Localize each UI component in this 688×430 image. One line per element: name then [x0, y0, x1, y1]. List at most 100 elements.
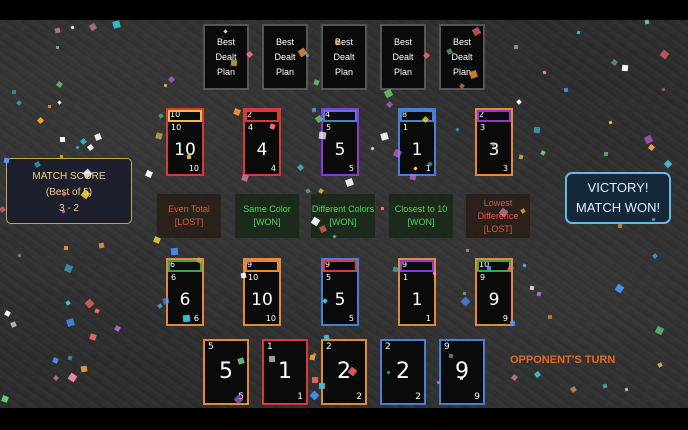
player-card-corner-top: 6	[171, 273, 177, 282]
hand-card-corner-bottom: 2	[415, 392, 421, 402]
player-top-card-value: 9	[402, 260, 408, 269]
player-card-corner-bottom: 5	[348, 314, 354, 323]
player-top-card: 6	[168, 260, 202, 272]
plan-card[interactable]: Best Dealt Plan	[203, 24, 249, 90]
player-top-card-value: 9	[247, 260, 253, 269]
confetti-piece	[462, 291, 467, 296]
opponent-card-corner-bottom: 3	[502, 164, 508, 173]
player-top-card: 10	[477, 260, 511, 272]
hand-card-corner-top: 5	[208, 342, 214, 352]
opponent-top-card-value: 2	[479, 110, 485, 119]
player-card-corner-bottom: 10	[265, 314, 276, 323]
score-value: 3 - 2	[58, 203, 79, 214]
player-card-corner-bottom: 1	[425, 314, 431, 323]
condition-won: Same Color[WON]	[235, 194, 299, 238]
opponent-card-corner-bottom: 10	[188, 164, 199, 173]
hand-card-value: 2	[337, 359, 351, 384]
confetti-piece	[514, 45, 518, 49]
confetti-piece	[409, 173, 417, 181]
confetti-piece	[617, 223, 623, 229]
condition-name: Lowest Difference	[477, 197, 519, 221]
confetti-piece	[268, 355, 276, 363]
confetti-piece	[312, 377, 318, 383]
hand-card-value: 2	[396, 359, 410, 384]
opponent-card-value: 5	[334, 140, 346, 160]
hand-card-corner-top: 9	[444, 342, 450, 352]
player-card-value: 10	[251, 290, 273, 310]
hand-card-value: 9	[455, 359, 469, 384]
hand-card-corner-bottom: 2	[356, 392, 362, 402]
plan-card[interactable]: Best Dealt Plan	[380, 24, 426, 90]
plan-card-label: Best Dealt Plan	[392, 36, 414, 77]
opponent-top-card-value: 2	[247, 110, 253, 119]
hand-card[interactable]: 555	[203, 339, 249, 405]
victory-line1: VICTORY!	[587, 180, 649, 195]
confetti-piece	[380, 206, 385, 211]
confetti-piece	[533, 126, 541, 134]
player-top-card-value: 9	[325, 260, 331, 269]
opponent-card-value: 10	[174, 140, 196, 160]
condition-lost: Lowest Difference [LOST]	[466, 194, 530, 238]
condition-result: [WON]	[407, 217, 435, 227]
hand-card-value: 1	[278, 359, 292, 384]
opponent-top-card: 2	[245, 110, 279, 122]
confetti-piece	[547, 314, 553, 320]
opponent-card-corner-top: 4	[248, 123, 254, 132]
condition-name: Same Color	[243, 204, 291, 214]
condition-result: [LOST]	[483, 223, 513, 234]
confetti-piece	[536, 291, 542, 297]
confetti-piece	[47, 104, 52, 109]
hand-card-corner-top: 2	[385, 342, 391, 352]
condition-name: Closest to 10	[394, 204, 448, 214]
score-title: MATCH SCORE	[32, 171, 106, 182]
confetti-piece	[563, 87, 569, 93]
plan-card[interactable]: Best Dealt Plan	[321, 24, 367, 90]
confetti-piece	[80, 365, 88, 373]
opponent-card-corner-bottom: 1	[425, 164, 431, 173]
opponent-top-card: 2	[477, 110, 511, 122]
hand-card-corner-top: 2	[326, 342, 332, 352]
confetti-piece	[334, 39, 340, 45]
confetti-piece	[98, 242, 105, 249]
confetti-piece	[59, 136, 66, 143]
confetti-piece	[621, 64, 629, 72]
player-card-value: 9	[488, 290, 500, 310]
player-card-value: 6	[179, 290, 191, 310]
opponent-card-corner-top: 5	[326, 123, 332, 132]
opponent-top-card-value: 4	[325, 110, 331, 119]
plan-card-label: Best Dealt Plan	[215, 36, 237, 77]
hand-card-corner-bottom: 9	[474, 392, 480, 402]
player-card-value: 5	[334, 290, 346, 310]
player-card-value: 1	[411, 290, 423, 310]
opponent-card-corner-top: 1	[403, 123, 409, 132]
player-top-card: 9	[323, 260, 357, 272]
victory-line2: MATCH WON!	[575, 200, 661, 215]
confetti-piece	[603, 151, 609, 157]
opponent-card-corner-bottom: 4	[270, 164, 276, 173]
player-top-card: 9	[245, 260, 279, 272]
opponent-top-card: 4	[323, 110, 357, 122]
player-top-card-value: 6	[170, 260, 176, 269]
condition-result: [LOST]	[174, 217, 204, 227]
plan-card-label: Best Dealt Plan	[451, 36, 473, 77]
player-top-card-value: 10	[479, 260, 490, 269]
confetti-piece	[3, 157, 10, 164]
confetti-piece	[240, 272, 247, 279]
score-subtitle: (Best of 5)	[45, 187, 93, 198]
opponent-top-card: 10	[168, 110, 202, 122]
opponent-card-corner-top: 10	[171, 123, 182, 132]
plan-card-label: Best Dealt Plan	[274, 36, 296, 77]
confetti-piece	[230, 59, 238, 67]
confetti-piece	[529, 285, 535, 291]
